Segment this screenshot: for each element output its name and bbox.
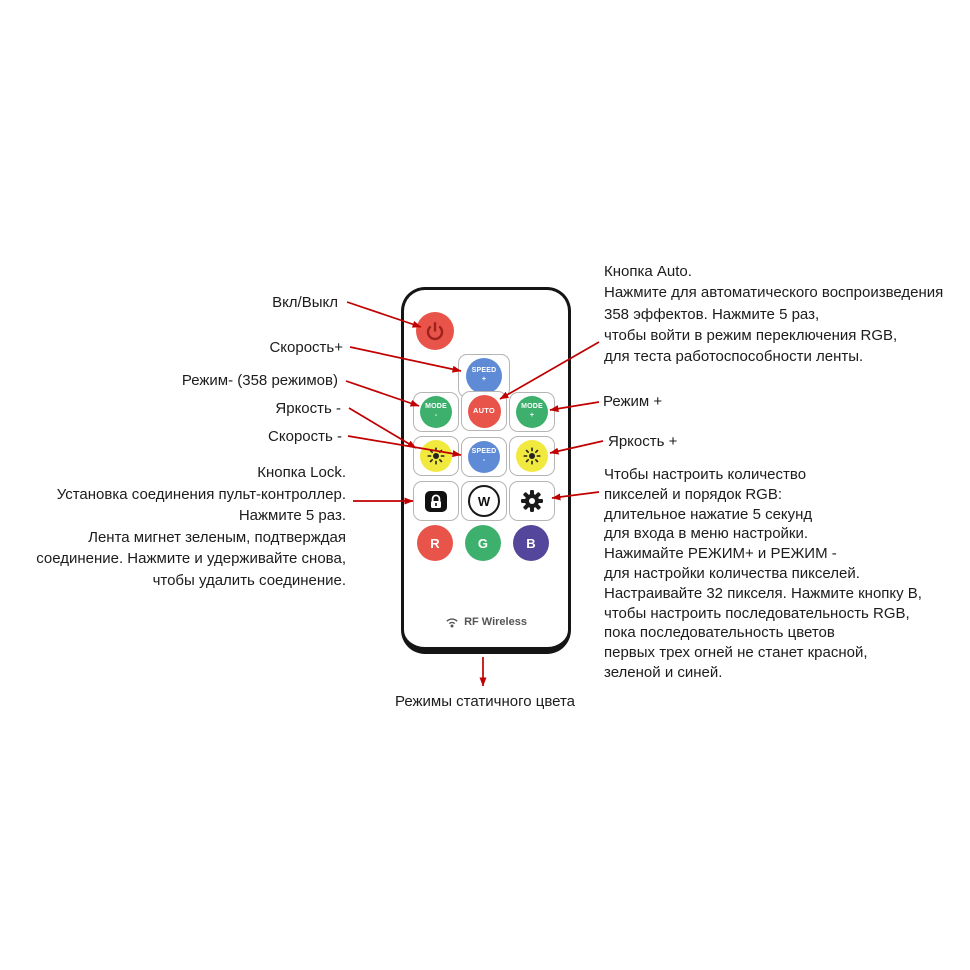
blue-button-label: B bbox=[526, 535, 536, 551]
brightness-minus-label: Яркость - bbox=[275, 400, 341, 417]
speed-minus-label: Скорость - bbox=[268, 428, 342, 445]
brightness-plus-cell bbox=[509, 436, 555, 476]
lock-icon bbox=[425, 491, 447, 512]
power-label: Вкл/Выкл bbox=[272, 294, 338, 311]
speed-minus-button: SPEED - bbox=[468, 441, 500, 473]
brightness-minus-button bbox=[420, 440, 452, 472]
auto-note: Кнопка Auto. Нажмите для автоматического… bbox=[604, 263, 944, 366]
white-cell: W bbox=[461, 481, 507, 521]
mode-plus-button-label: MODE + bbox=[521, 403, 543, 419]
speed-minus-button-label: SPEED - bbox=[471, 448, 497, 464]
brightness-plus-label: Яркость + bbox=[608, 433, 678, 450]
green-button: G bbox=[465, 525, 501, 561]
sun-icon bbox=[523, 447, 541, 465]
white-button-label: W bbox=[477, 493, 491, 509]
mode-plus-cell: MODE + bbox=[509, 392, 555, 432]
settings-note: Чтобы настроить количество пикселей и по… bbox=[604, 466, 922, 681]
speed-plus-button: SPEED + bbox=[466, 358, 502, 394]
lock-cell bbox=[413, 481, 459, 521]
brand-label: RF Wireless bbox=[464, 616, 527, 628]
brand-row: RF Wireless bbox=[404, 614, 568, 630]
lock-note: Кнопка Lock. Установка соединения пульт-… bbox=[36, 464, 346, 589]
mode-minus-button-label: MODE - bbox=[425, 403, 447, 419]
speed-minus-cell: SPEED - bbox=[461, 437, 507, 477]
mode-minus-button: MODE - bbox=[420, 396, 452, 428]
remote-control: SPEED + MODE - AUTO MODE + bbox=[401, 287, 571, 654]
auto-button-label: AUTO bbox=[473, 406, 495, 416]
sun-icon bbox=[427, 447, 445, 465]
mode-plus-label: Режим + bbox=[603, 393, 663, 410]
wifi-icon bbox=[446, 618, 458, 628]
power-button bbox=[416, 312, 454, 350]
red-button-label: R bbox=[430, 535, 440, 551]
auto-button: AUTO bbox=[467, 394, 501, 428]
red-button: R bbox=[417, 525, 453, 561]
auto-cell: AUTO bbox=[461, 391, 507, 431]
green-button-label: G bbox=[477, 535, 489, 551]
mode-minus-label: Режим- (358 режимов) bbox=[181, 372, 338, 389]
gear-icon bbox=[521, 490, 543, 512]
mode-minus-cell: MODE - bbox=[413, 392, 459, 432]
power-icon bbox=[426, 322, 444, 341]
speed-plus-label: Скорость+ bbox=[269, 339, 343, 356]
blue-button: B bbox=[513, 525, 549, 561]
brightness-minus-cell bbox=[413, 436, 459, 476]
speed-plus-button-label: SPEED + bbox=[471, 367, 497, 383]
brightness-plus-button bbox=[516, 440, 548, 472]
static-modes-label: Режимы статичного цвета bbox=[394, 693, 576, 710]
settings-cell bbox=[509, 481, 555, 521]
mode-plus-button: MODE + bbox=[516, 396, 548, 428]
white-button: W bbox=[468, 485, 500, 517]
